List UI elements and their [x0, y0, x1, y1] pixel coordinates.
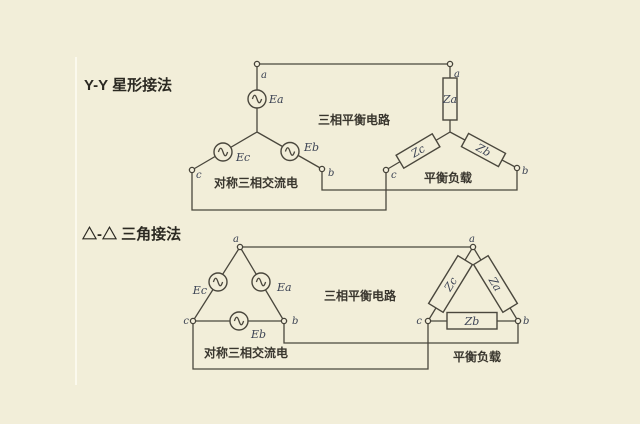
terminal-label-b: b — [522, 166, 528, 177]
impedance-za — [442, 77, 458, 121]
yy-source-caption: 对称三相交流电 — [214, 175, 298, 190]
yy-wire-phase-c — [191, 170, 387, 211]
impedance-zb: Zb — [460, 132, 507, 168]
dd-wire-phase-c — [192, 321, 429, 370]
dd-wire-phase-b — [283, 321, 519, 344]
dd-source-terminal-b — [280, 317, 288, 325]
yy-title: Y-Y 星形接法 — [84, 76, 172, 94]
impedance-za: Za — [472, 254, 519, 314]
impedance-zc: Zc — [427, 254, 474, 314]
dd-load-terminal-c — [424, 317, 432, 325]
yy-diagram: Y-Y 星形接法 三相平衡电路 — [84, 60, 528, 211]
terminal-label-a: a — [233, 234, 239, 245]
sine-wave-icon — [251, 94, 263, 104]
ac-source-icon — [280, 141, 300, 162]
emf-label-ec: Ec — [192, 284, 207, 297]
yy-source-star-lines — [191, 64, 323, 171]
terminal-label-b: b — [523, 316, 529, 327]
yy-load-terminal-b — [513, 164, 521, 172]
dd-source: a Ec Ea Eb c b 对称三相交流电 — [183, 234, 298, 360]
dd-load-terminal-a — [469, 243, 477, 251]
dd-source-caption: 对称三相交流电 — [204, 345, 288, 360]
sine-wave-icon — [212, 277, 224, 287]
dd-diagram: △-△ 三角接法 三相平衡电路 — [81, 225, 529, 370]
ac-source-icon — [251, 272, 271, 292]
ac-source-icon — [208, 272, 228, 292]
ac-source-icon — [229, 311, 249, 331]
emf-label-eb: Eb — [303, 141, 319, 154]
yy-load: Za Zc Zb a c b 平衡负载 — [382, 60, 528, 185]
yy-wire-phase-b — [321, 168, 518, 191]
impedance-label-za: Za — [442, 93, 457, 106]
sine-wave-icon — [284, 147, 296, 156]
sine-wave-icon — [255, 277, 267, 287]
terminal-label-b: b — [292, 316, 298, 327]
emf-label-ec: Ec — [235, 151, 250, 164]
impedance-label-zc: Zc — [408, 142, 427, 161]
ac-source-icon — [247, 89, 267, 109]
sine-wave-icon — [233, 316, 245, 326]
terminal-label-a: a — [454, 69, 460, 80]
yy-load-caption: 平衡负载 — [424, 170, 472, 185]
dd-source-terminal-c — [189, 317, 197, 325]
dd-title: △-△ 三角接法 — [81, 225, 181, 243]
yy-source-terminal-b — [318, 165, 326, 173]
terminal-label-c: c — [416, 316, 422, 327]
impedance-zb — [446, 311, 498, 330]
dd-circuit-label: 三相平衡电路 — [324, 288, 397, 303]
dd-source-terminal-a — [236, 243, 244, 251]
emf-label-ea: Ea — [268, 93, 284, 106]
yy-load-terminal-a — [446, 60, 454, 68]
terminal-label-c: c — [391, 170, 397, 181]
ac-source-icon — [213, 142, 233, 162]
terminal-label-c: c — [183, 316, 189, 327]
dd-load: Zc Za Zb a c b 平衡负载 — [416, 234, 529, 364]
terminal-label-c: c — [196, 170, 202, 181]
sine-wave-icon — [217, 147, 229, 157]
yy-source: a Ea Ec Eb c b 对称三相交流电 — [188, 60, 334, 190]
impedance-label-zb: Zb — [464, 315, 480, 328]
terminal-label-a: a — [261, 70, 267, 81]
yy-circuit-label: 三相平衡电路 — [318, 112, 391, 127]
dd-wires — [192, 246, 519, 370]
terminal-label-a: a — [469, 234, 475, 245]
yy-wires — [191, 63, 518, 211]
impedance-zc: Zc — [395, 132, 441, 170]
terminal-label-b: b — [328, 168, 334, 179]
yy-source-terminal-a — [253, 60, 261, 68]
left-separator-line — [75, 57, 77, 385]
dd-load-terminal-b — [514, 317, 522, 325]
emf-label-eb: Eb — [250, 328, 266, 341]
yy-load-terminal-c — [382, 166, 390, 174]
yy-source-terminal-c — [188, 166, 196, 174]
emf-label-ea: Ea — [276, 281, 292, 294]
dd-load-caption: 平衡负载 — [453, 349, 501, 364]
